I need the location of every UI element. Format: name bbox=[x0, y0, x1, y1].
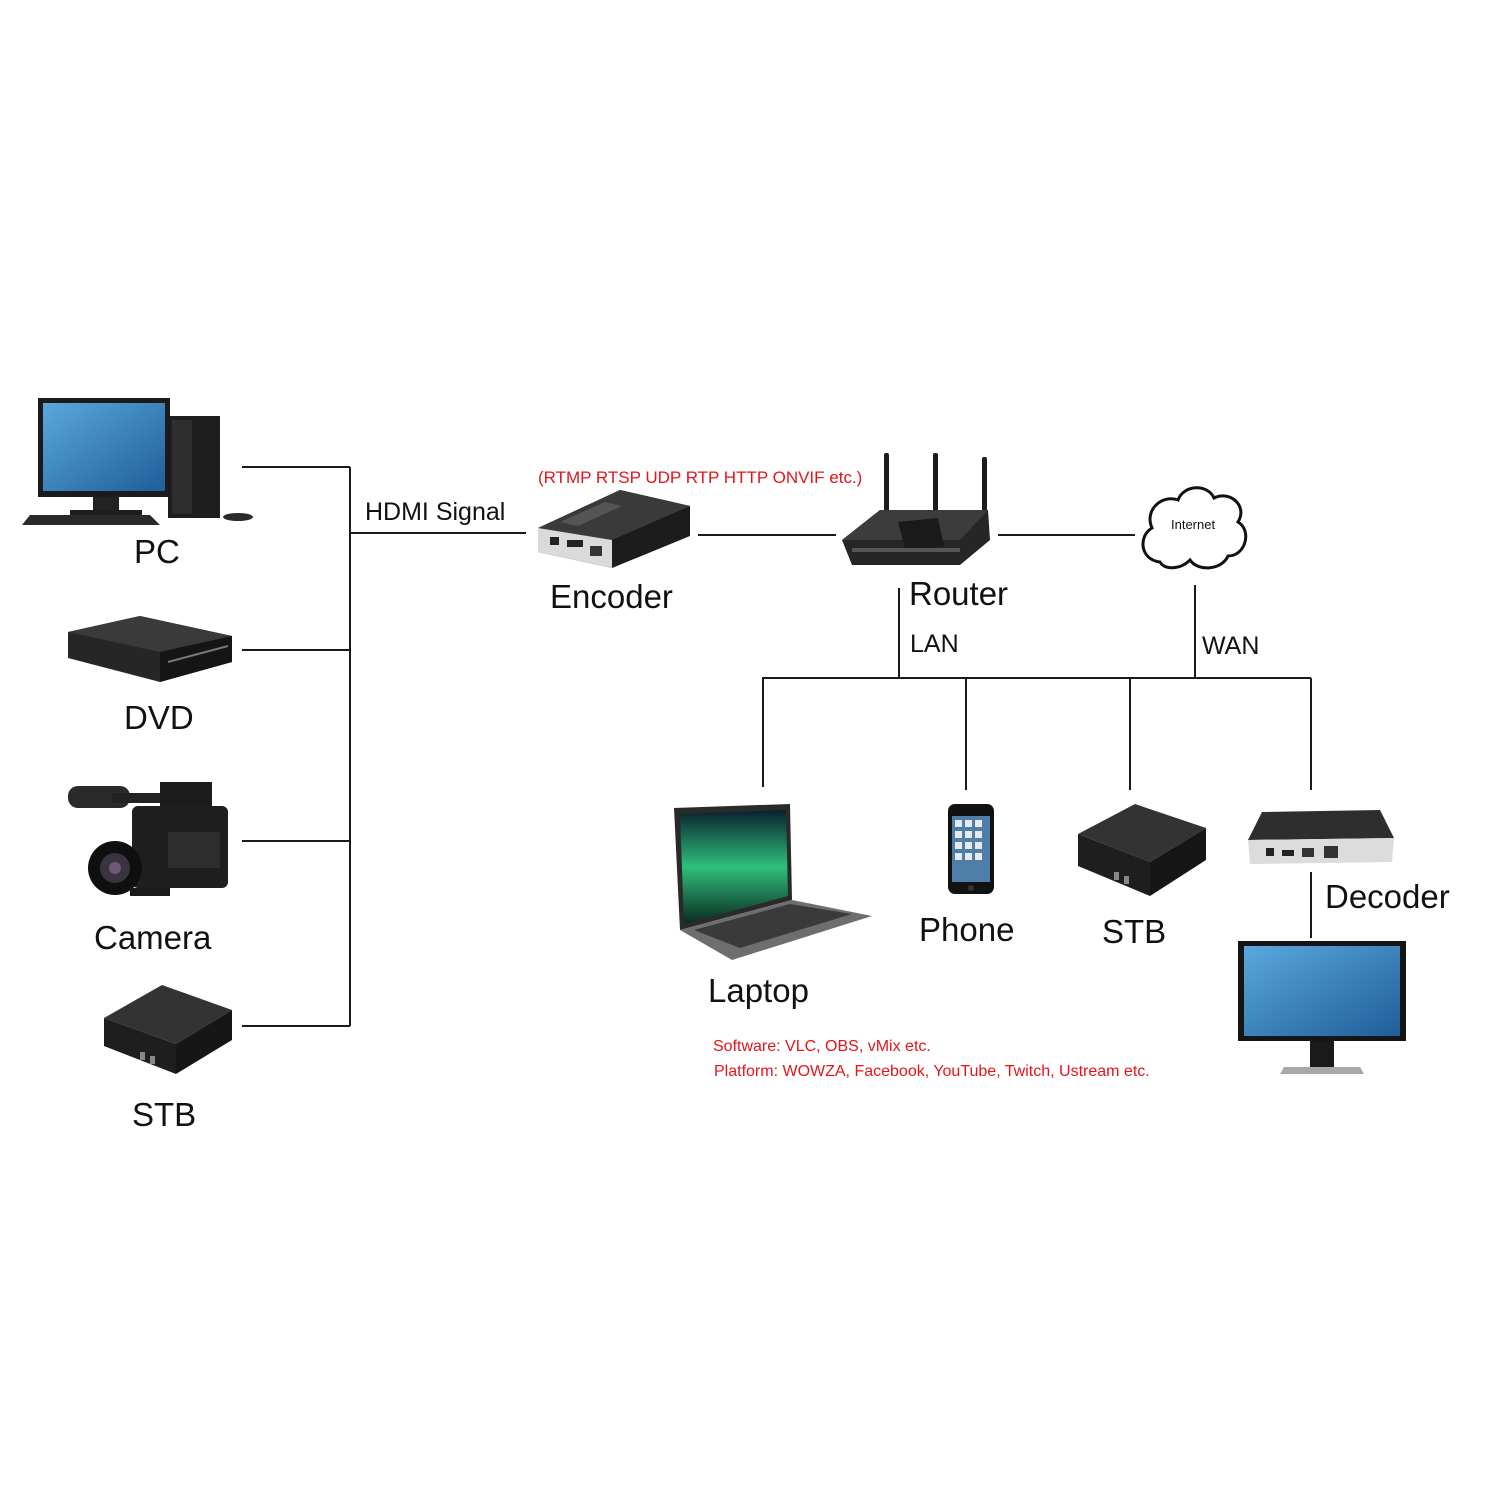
phone-label: Phone bbox=[919, 911, 1015, 948]
pc-label: PC bbox=[134, 533, 180, 570]
monitor-icon bbox=[1238, 941, 1406, 1074]
video-camera-icon bbox=[68, 782, 228, 896]
set-top-box-icon bbox=[104, 985, 232, 1074]
router-label: Router bbox=[909, 575, 1009, 612]
stb-source-label: STB bbox=[132, 1096, 197, 1133]
stb-client-label: STB bbox=[1102, 913, 1167, 950]
encoder-label: Encoder bbox=[550, 578, 673, 615]
lan-label: LAN bbox=[910, 630, 959, 658]
connection-lines bbox=[242, 466, 1312, 1027]
camera-label: Camera bbox=[94, 919, 212, 956]
protocols-label: (RTMP RTSP UDP RTP HTTP ONVIF etc.) bbox=[538, 468, 863, 487]
wifi-router-icon bbox=[842, 453, 990, 565]
dvd-label: DVD bbox=[124, 699, 194, 736]
encoder-icon bbox=[538, 490, 690, 568]
cloud-icon bbox=[1141, 486, 1248, 570]
decoder-icon bbox=[1248, 810, 1394, 864]
desktop-pc-icon bbox=[22, 398, 253, 525]
dvd-player-icon bbox=[68, 616, 232, 682]
smartphone-icon bbox=[948, 804, 994, 894]
hdmi-signal-label: HDMI Signal bbox=[365, 498, 506, 526]
internet-label: Internet bbox=[1171, 517, 1216, 532]
wan-label: WAN bbox=[1202, 632, 1260, 660]
laptop-label: Laptop bbox=[708, 972, 809, 1009]
software-note: Software: VLC, OBS, vMix etc. bbox=[713, 1038, 931, 1055]
decoder-label: Decoder bbox=[1325, 878, 1450, 915]
platform-note: Platform: WOWZA, Facebook, YouTube, Twit… bbox=[714, 1063, 1150, 1080]
set-top-box-icon bbox=[1078, 804, 1206, 896]
laptop-icon bbox=[674, 804, 872, 960]
